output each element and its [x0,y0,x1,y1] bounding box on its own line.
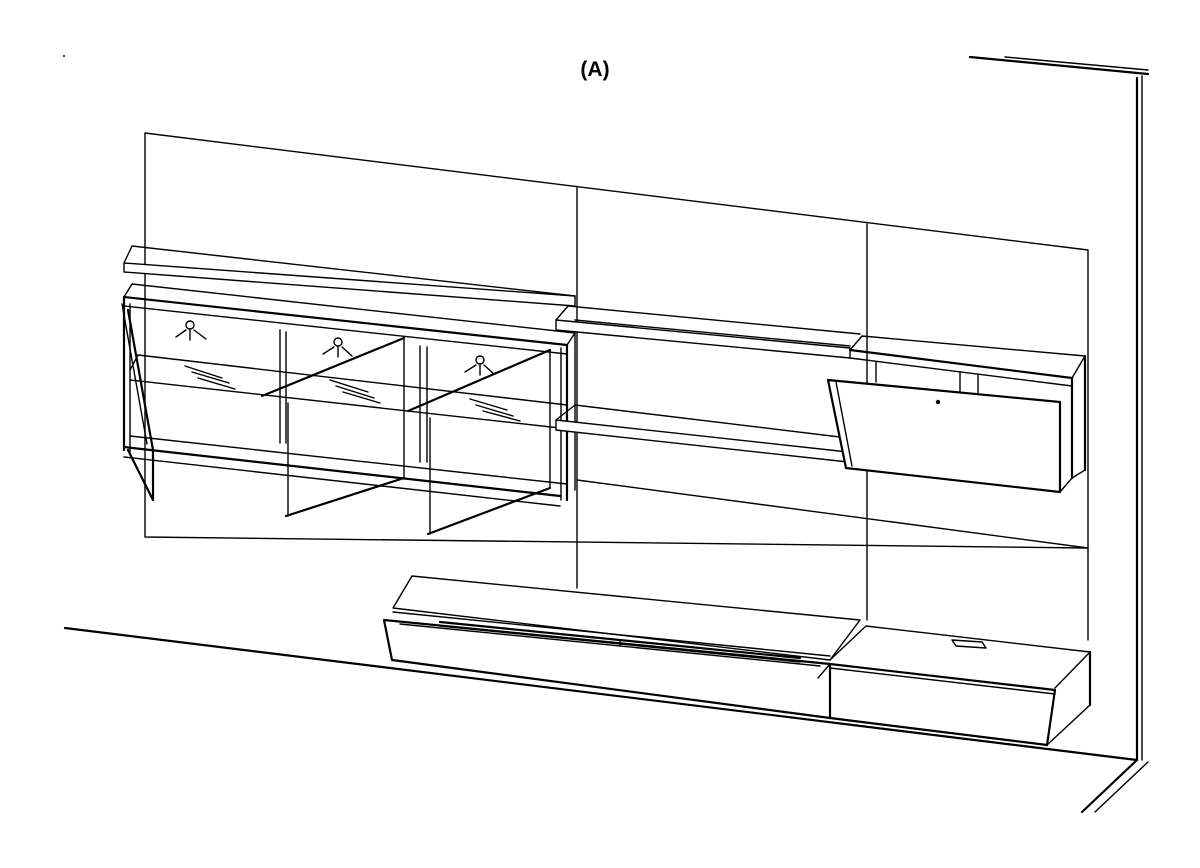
stray-dot [63,55,65,57]
spotlight-icon [322,337,353,358]
lowboard-right-drawer [828,625,1092,747]
flap-wall-cabinet [826,335,1087,494]
drawer-grip-icon [951,639,987,649]
middle-shelf-lower [555,404,849,463]
middle-shelf-upper [555,305,861,359]
figure-label: (A) [580,58,610,81]
flap-handle-icon [935,399,941,405]
room-floor-edge [63,626,1149,814]
glass-wall-cabinet [121,283,576,536]
room-wall-right [968,55,1150,762]
spotlight-icon [464,355,495,376]
spotlight-icon [175,320,207,341]
top-shelf [123,245,576,307]
